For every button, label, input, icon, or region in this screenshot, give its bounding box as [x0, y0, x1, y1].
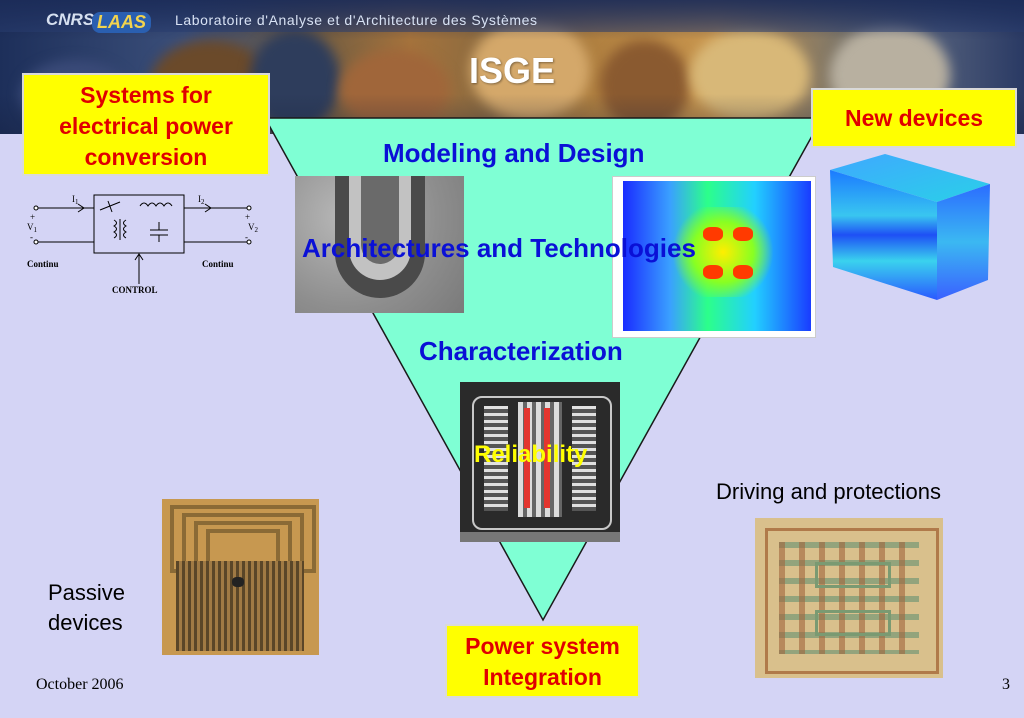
voltage-v1-label: V1 — [27, 222, 38, 234]
driving-protections-caption: Driving and protections — [716, 479, 942, 504]
systems-box: Systems for electrical power conversion — [22, 73, 270, 176]
page-number: 3 — [1002, 676, 1010, 693]
new-devices-box: New devices — [811, 88, 1017, 148]
lab-name: Laboratoire d'Analyse et d'Architecture … — [175, 12, 538, 28]
converter-circuit-diagram: I1 I2 + + V1 V2 - - Continu Continu CONT… — [27, 194, 259, 295]
passive-caption-line: devices — [48, 610, 123, 635]
power-system-box: Power system Integration — [445, 624, 640, 698]
systems-box-line: electrical power — [59, 113, 233, 139]
output-continu-label: Continu — [202, 259, 234, 269]
passive-device-image — [162, 499, 319, 655]
power-box-line: Integration — [483, 664, 602, 690]
voltage-v2-label: V2 — [248, 222, 259, 234]
passive-caption-line: Passive — [48, 580, 126, 605]
thermal-map-image — [612, 176, 816, 338]
laas-logo: LAAS — [92, 12, 151, 33]
systems-box-line: Systems for — [80, 82, 212, 108]
device-3d-model-image — [830, 154, 990, 300]
control-label: CONTROL — [112, 285, 158, 295]
current-i1-label: I1 — [72, 194, 79, 206]
passive-devices-caption: Passive devices — [48, 578, 125, 638]
plus-left: + — [30, 212, 35, 222]
minus-left: - — [30, 232, 33, 242]
layer-modeling-design: Modeling and Design — [383, 138, 645, 168]
layer-reliability: Reliability — [474, 441, 588, 468]
footer-date: October 2006 — [36, 676, 124, 693]
sem-micrograph-image — [295, 176, 464, 313]
layer-characterization: Characterization — [419, 336, 623, 366]
systems-box-line: conversion — [84, 144, 208, 170]
slide-title: ISGE — [468, 50, 556, 91]
input-continu-label: Continu — [27, 259, 59, 269]
power-chip-micrograph-image — [460, 382, 620, 542]
plus-right: + — [245, 212, 250, 222]
layer-architectures-technologies: Architectures and Technologies — [302, 233, 696, 263]
driver-chip-image — [755, 518, 943, 678]
current-i2-label: I2 — [198, 194, 205, 206]
power-box-line: Power system — [465, 633, 620, 659]
cnrs-logo: CNRS — [46, 10, 95, 29]
minus-right: - — [245, 232, 248, 242]
